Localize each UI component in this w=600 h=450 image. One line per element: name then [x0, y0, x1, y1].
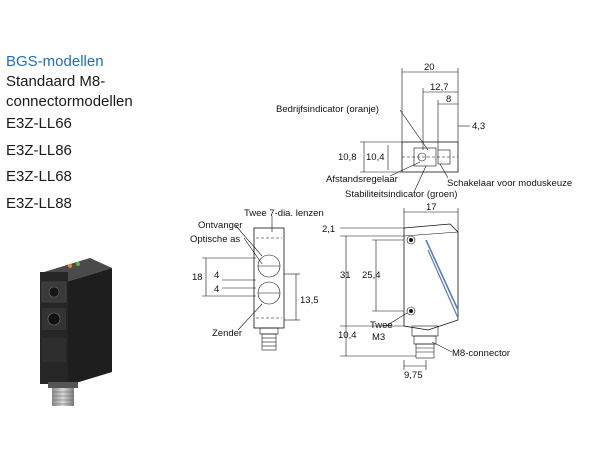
label-emitter: Zender	[212, 328, 242, 339]
label-two-lenses: Twee 7-dia. lenzen	[244, 208, 324, 219]
top-view: 20 12,7 8 4,3 10,8 10,4	[338, 62, 485, 193]
label-m8-connector: M8-connector	[452, 348, 510, 359]
dim-top-small: 4,3	[472, 121, 485, 132]
dim-front-gap-2: 4	[214, 284, 219, 295]
dim-side-inner: 25,4	[362, 270, 381, 281]
model-number: E3Z-LL88	[6, 194, 72, 212]
dim-front-lower: 13,5	[300, 295, 319, 306]
dim-side-top: 2,1	[322, 224, 335, 235]
label-stability-indicator: Stabiliteitsindicator (groen)	[345, 189, 457, 200]
label-mode-switch: Schakelaar voor moduskeuze	[447, 178, 572, 189]
front-view: 18 4 4 13,5	[192, 216, 319, 351]
model-number: E3Z-LL68	[6, 168, 72, 185]
dim-top-offset: 12,7	[430, 82, 449, 93]
subtitle-line-2: connectormodellen	[6, 92, 133, 110]
side-view: 17 2,1 31 25,4 10,4 9,75	[322, 202, 459, 381]
dim-top-height-inner: 10,4	[366, 152, 385, 163]
product-photo	[40, 258, 112, 406]
model-number: E3Z-LL66	[6, 115, 72, 132]
series-title: BGS-modellen	[6, 53, 104, 70]
dim-side-width: 17	[426, 202, 437, 213]
dim-top-width: 20	[424, 62, 435, 73]
heading-block: BGS-modellen Standaard M8- connectormode…	[6, 52, 196, 217]
dim-side-bottom: 10,4	[338, 330, 357, 341]
dim-front-gap-1: 4	[214, 270, 219, 281]
model-number: E3Z-LL86	[6, 141, 72, 159]
label-distance-adjuster: Afstandsregelaar	[326, 174, 398, 185]
label-two-m3-line1: Twee	[370, 320, 393, 331]
dim-side-height: 31	[340, 270, 351, 281]
subtitle-line-1: Standaard M8-	[6, 73, 106, 90]
dim-front-height: 18	[192, 272, 203, 283]
dim-side-connector: 9,75	[404, 370, 423, 381]
dim-top-height-outer: 10,8	[338, 152, 357, 163]
dim-top-depth: 8	[446, 94, 451, 105]
label-optical-axis: Optische as	[190, 234, 240, 245]
label-two-m3-line2: M3	[372, 332, 385, 343]
label-operation-indicator: Bedrijfsindicator (oranje)	[276, 104, 379, 115]
label-receiver: Ontvanger	[198, 220, 242, 231]
